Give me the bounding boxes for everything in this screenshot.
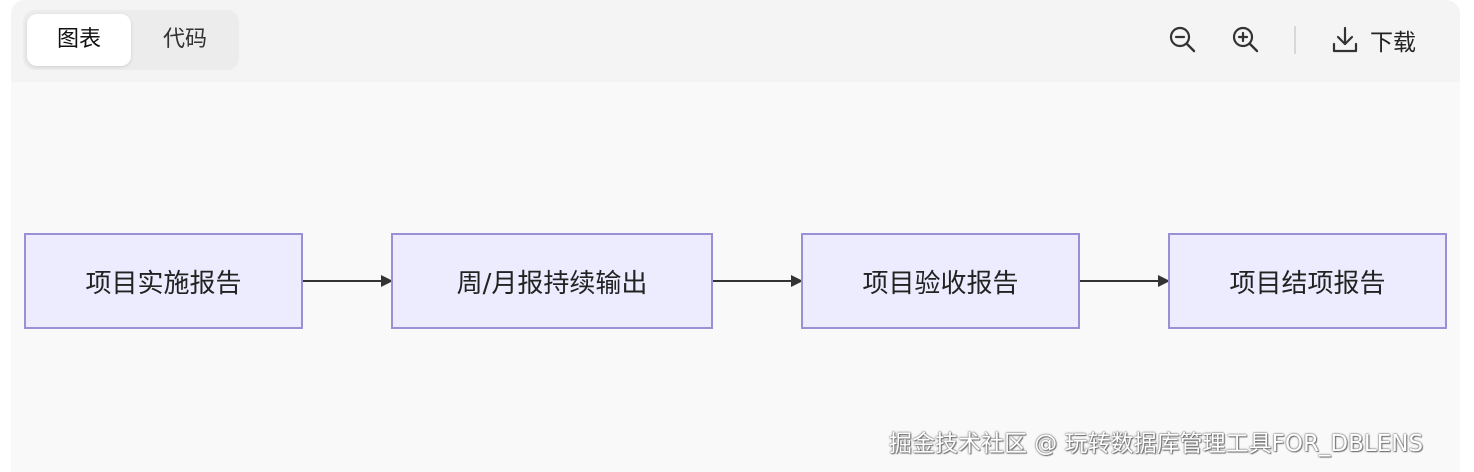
flow-node[interactable]: 周/月报持续输出 xyxy=(391,233,713,329)
flow-node[interactable]: 项目验收报告 xyxy=(801,233,1080,329)
flowchart-edges xyxy=(303,275,1170,287)
zoom-out-icon xyxy=(1169,26,1196,53)
tab-code[interactable]: 代码 xyxy=(162,27,207,52)
download-button[interactable]: 下载 xyxy=(1330,22,1416,58)
toolbar: 图表 代码 下载 xyxy=(11,0,1460,82)
watermark: 掘金技术社区 @ 玩转数据库管理工具FOR_DBLENS xyxy=(889,431,1424,457)
view-tabs: 图表 代码 xyxy=(23,10,239,70)
flow-node[interactable]: 项目结项报告 xyxy=(1168,233,1447,329)
zoom-in-button[interactable] xyxy=(1230,24,1262,56)
diagram-viewer: 图表 代码 下载 xyxy=(11,0,1460,472)
flow-node[interactable]: 项目实施报告 xyxy=(24,233,303,329)
download-icon xyxy=(1332,26,1358,53)
tab-chart[interactable]: 图表 xyxy=(27,14,131,66)
toolbar-divider xyxy=(1294,26,1296,54)
zoom-in-icon xyxy=(1232,26,1259,53)
download-label: 下载 xyxy=(1370,30,1416,56)
zoom-out-button[interactable] xyxy=(1167,24,1199,56)
